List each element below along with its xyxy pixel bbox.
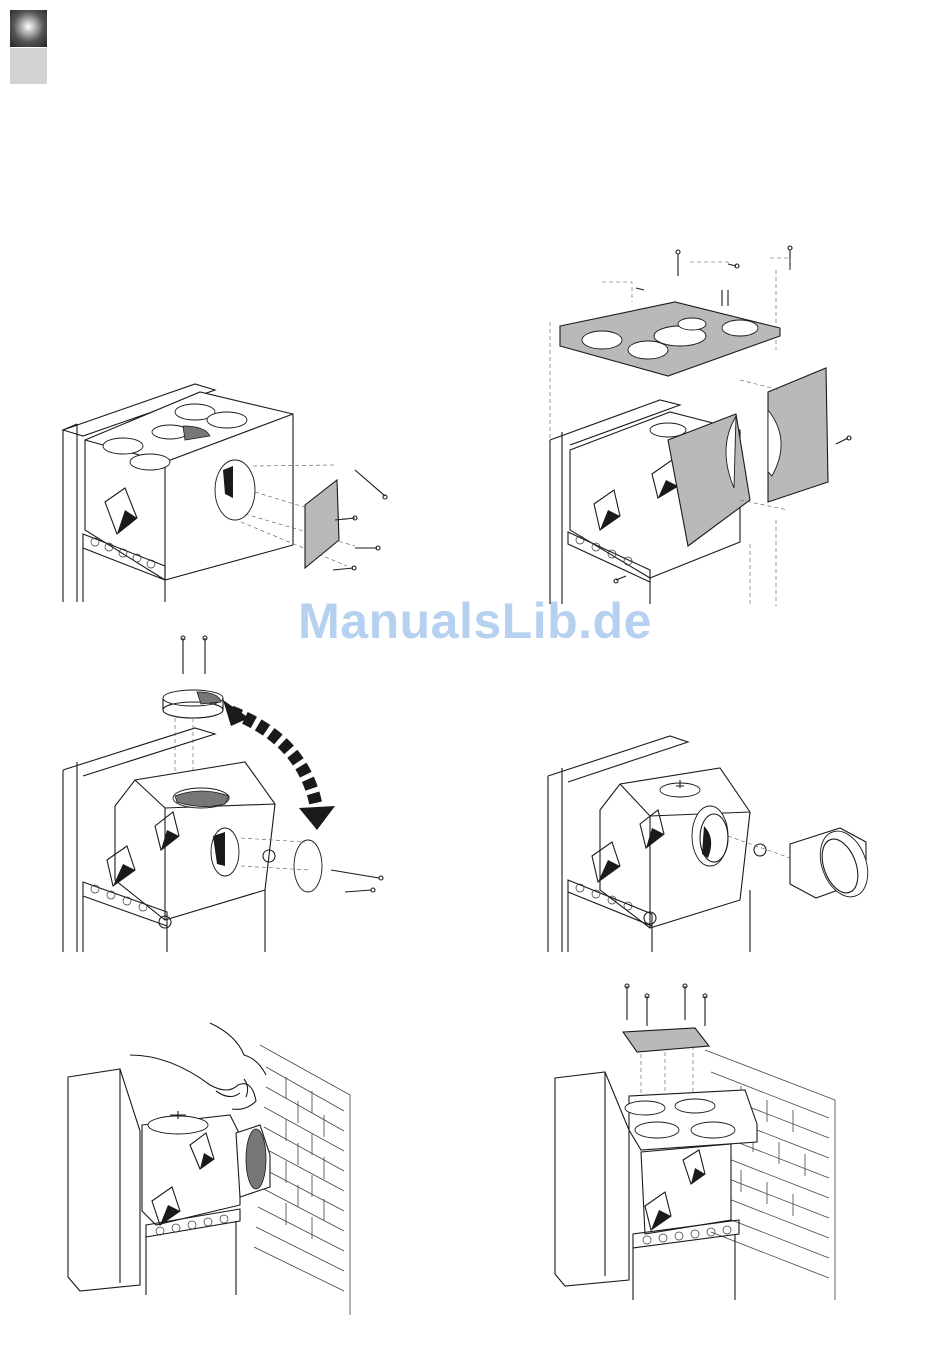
section-tab-dark-icon [10,10,47,47]
section-tab-light [10,48,47,84]
figure-1-side-cover-removal [55,370,395,610]
figure-3-flue-collar-relocation [55,630,395,960]
figure-4-flue-pipe-attach [540,730,880,960]
figure-6-refit-top-cover [545,980,845,1310]
figure-5-wall-connection [60,1015,360,1315]
figure-2-top-plate-exploded [540,240,860,610]
watermark-text: ManualsLib.de [0,592,950,650]
